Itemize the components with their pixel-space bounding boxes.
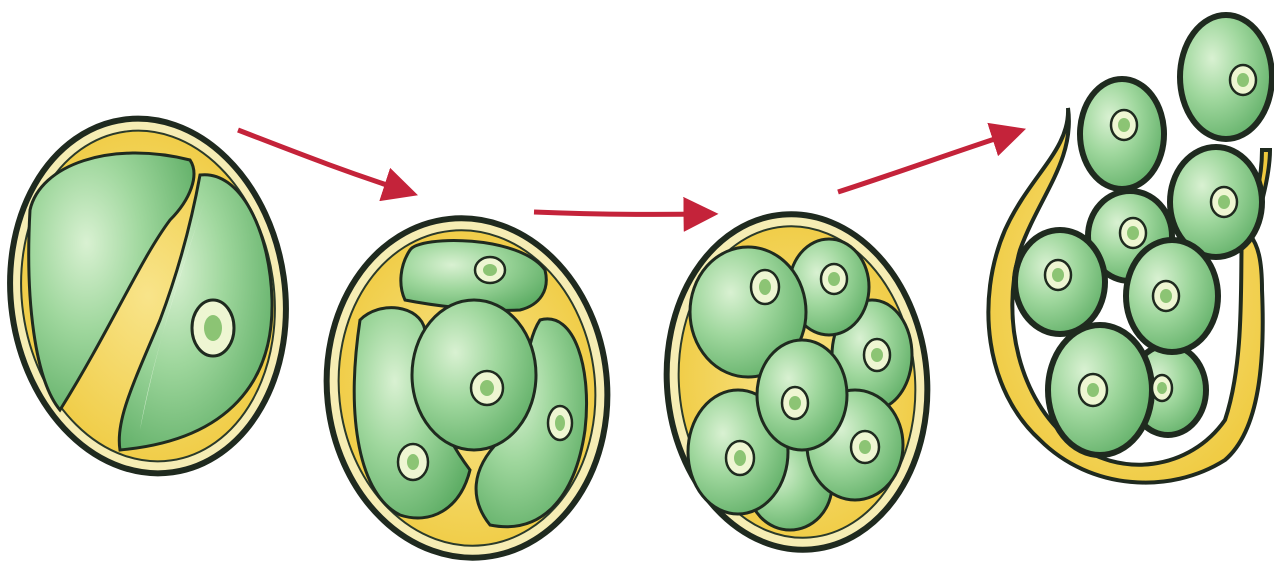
- stage-2-nucleolus-left: [407, 454, 419, 470]
- stage-3-nucleolus: [871, 348, 883, 362]
- stage-4-nucleolus: [1087, 383, 1099, 397]
- stage-2-mother-cell: [310, 204, 624, 564]
- stage-2-daughter-cell-center: [412, 300, 536, 450]
- stage-4-released-cells: [988, 15, 1272, 483]
- arrow-stage-1-to-2: [238, 130, 408, 192]
- stage-3-nucleolus: [859, 440, 871, 454]
- stage-3-nucleolus: [734, 450, 746, 466]
- stage-4-nucleolus: [1237, 73, 1249, 87]
- stage-3-nucleolus: [828, 272, 840, 286]
- stage-4-nucleolus: [1118, 118, 1130, 132]
- stage-4-daughter-cell: [1180, 15, 1272, 139]
- stage-3-mother-cell: [653, 203, 941, 560]
- arrow-stage-3-to-4: [838, 132, 1016, 192]
- stage-3-nucleolus: [759, 279, 771, 295]
- stage-4-nucleolus: [1157, 382, 1167, 394]
- stage-3-nucleolus: [789, 396, 801, 410]
- stage-4-nucleolus: [1160, 289, 1172, 303]
- stage-1-mother-cell: [0, 101, 308, 492]
- arrow-stage-2-to-3: [534, 212, 708, 214]
- stage-4-nucleolus: [1052, 268, 1064, 282]
- stage-1-nucleolus: [204, 315, 222, 341]
- stage-4-nucleolus: [1218, 195, 1230, 209]
- stage-4-nucleolus: [1127, 226, 1139, 240]
- stage-2-nucleolus-top: [483, 264, 497, 276]
- stage-2-nucleolus-center: [480, 380, 494, 396]
- stage-2-nucleolus-right: [555, 415, 565, 431]
